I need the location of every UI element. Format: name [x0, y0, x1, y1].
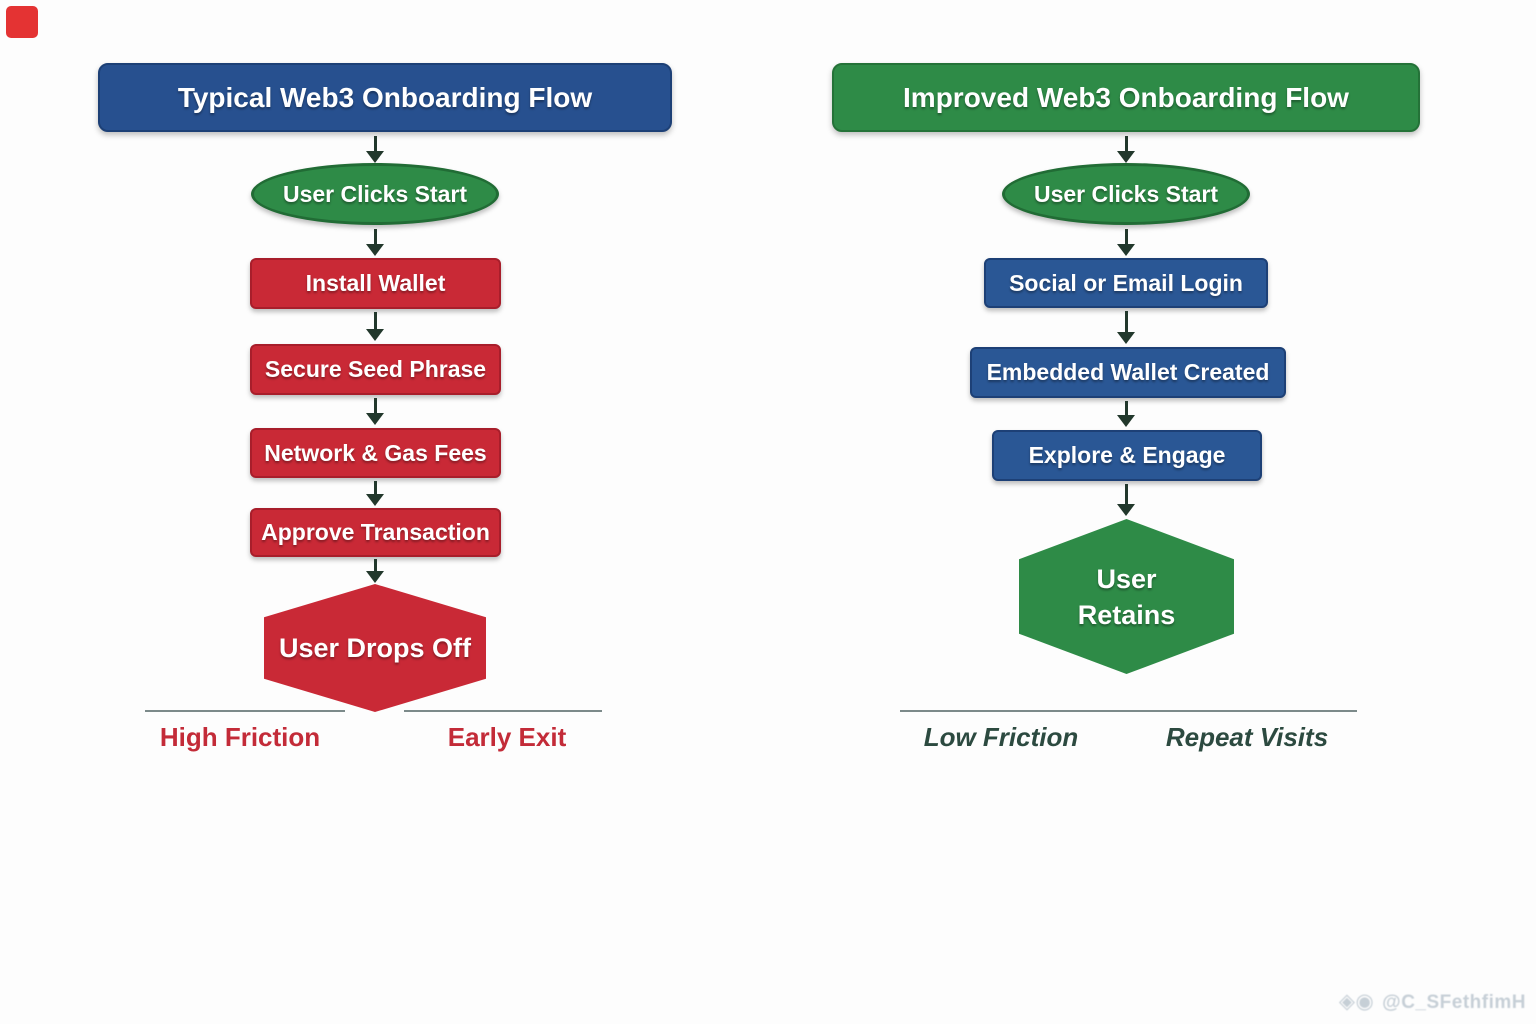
right-end-label-line2: Retains: [1077, 599, 1176, 630]
left-step-secure-seed-phrase: Secure Seed Phrase: [250, 344, 501, 395]
left-end-hexagon: User Drops Off: [264, 584, 486, 712]
down-arrow-icon: [366, 398, 384, 425]
left-axis-line-segment: [404, 710, 602, 712]
early-exit-label: Early Exit: [447, 722, 567, 752]
right-end-label-line1: User: [1096, 563, 1157, 594]
down-arrow-icon: [1117, 401, 1135, 427]
left-start-ellipse: User Clicks Start: [251, 163, 499, 225]
left-step-approve-transaction: Approve Transaction: [250, 508, 501, 557]
right-step-social-email-login: Social or Email Login: [984, 258, 1268, 308]
down-arrow-icon: [1117, 311, 1135, 344]
right-flow-title-text: Improved Web3 Onboarding Flow: [903, 81, 1349, 113]
step-label: Explore & Engage: [1028, 442, 1226, 468]
watermark-handle: @C_SFethfimH: [1382, 992, 1526, 1013]
left-end-label: User Drops Off: [278, 633, 472, 663]
corner-marker: [6, 6, 38, 38]
left-start-label: User Clicks Start: [282, 180, 468, 207]
right-start-ellipse: User Clicks Start: [1002, 163, 1250, 225]
left-step-install-wallet: Install Wallet: [250, 258, 501, 309]
step-label: Embedded Wallet Created: [986, 359, 1270, 385]
right-end-hexagon: User Retains: [1019, 519, 1234, 674]
left-step-network-gas-fees: Network & Gas Fees: [250, 428, 501, 478]
step-label: Social or Email Login: [1009, 269, 1243, 296]
down-arrow-icon: [1117, 229, 1135, 256]
down-arrow-icon: [1117, 484, 1135, 516]
step-label: Install Wallet: [305, 270, 446, 296]
down-arrow-icon: [366, 559, 384, 583]
right-flow-title: Improved Web3 Onboarding Flow: [832, 63, 1420, 132]
down-arrow-icon: [366, 136, 384, 163]
right-step-explore-engage: Explore & Engage: [992, 430, 1262, 481]
left-flow-title-text: Typical Web3 Onboarding Flow: [177, 81, 593, 113]
watermark-logo-icon: ◈◉: [1338, 990, 1375, 1013]
right-start-label: User Clicks Start: [1033, 180, 1219, 207]
right-axis-line: [900, 710, 1357, 712]
left-flow-title: Typical Web3 Onboarding Flow: [98, 63, 672, 132]
low-friction-label: Low Friction: [923, 722, 1079, 752]
left-axis-line-segment: [145, 710, 345, 712]
down-arrow-icon: [366, 481, 384, 506]
right-step-embedded-wallet-created: Embedded Wallet Created: [970, 347, 1286, 398]
down-arrow-icon: [366, 312, 384, 341]
down-arrow-icon: [1117, 136, 1135, 163]
step-label: Secure Seed Phrase: [264, 356, 487, 382]
step-label: Network & Gas Fees: [264, 439, 487, 466]
repeat-visits-label: Repeat Visits: [1165, 722, 1329, 752]
watermark: ◈◉ @C_SFethfimH: [1339, 989, 1526, 1014]
down-arrow-icon: [366, 229, 384, 256]
step-label: Approve Transaction: [261, 519, 490, 545]
high-friction-label: High Friction: [159, 722, 321, 752]
